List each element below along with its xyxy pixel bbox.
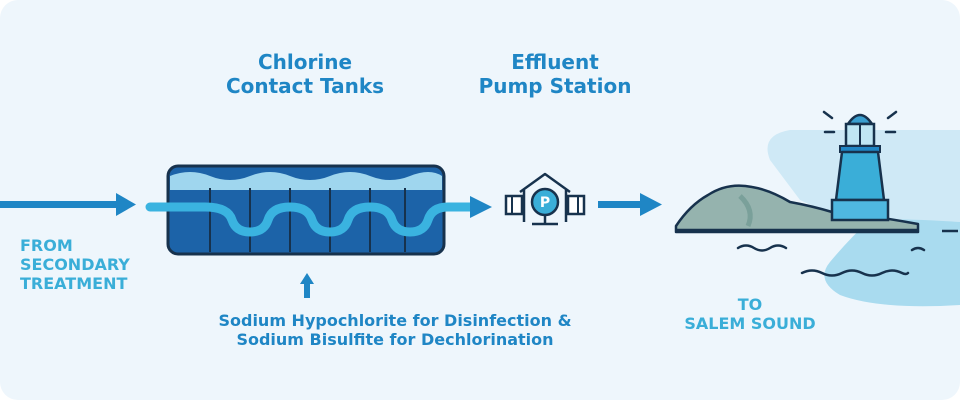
destination-line2: SALEM SOUND [684, 314, 816, 334]
source-label: FROM SECONDARY TREATMENT [20, 236, 130, 294]
chemical-note: Sodium Hypochlorite for Disinfection & S… [190, 311, 600, 349]
waves-icon [736, 244, 926, 277]
outflow-arrow-icon [598, 193, 662, 216]
source-line2: SECONDARY [20, 255, 130, 275]
pump-station-icon: P [504, 172, 586, 226]
chlorine-tanks-title: Chlorine Contact Tanks [195, 50, 415, 98]
source-line3: TREATMENT [20, 274, 128, 294]
effluent-title-line2: Pump Station [478, 74, 632, 98]
chemical-feed-arrow-icon [300, 273, 314, 298]
source-line1: FROM [20, 236, 73, 255]
effluent-pump-title: Effluent Pump Station [455, 50, 655, 98]
lighthouse-icon [822, 110, 898, 222]
effluent-title-line1: Effluent [511, 50, 599, 74]
sea-water [824, 219, 960, 307]
inflow-arrow-icon [0, 193, 136, 216]
chlorine-title-line1: Chlorine [257, 50, 353, 74]
chlorine-tank-icon [145, 164, 492, 256]
chemical-note-line2: Sodium Bisulfite for Dechlorination [236, 330, 554, 350]
chemical-note-line1: Sodium Hypochlorite for Disinfection & [218, 311, 572, 330]
destination-line1: TO [737, 295, 763, 314]
destination-label: TO SALEM SOUND [660, 295, 840, 333]
pump-symbol: P [540, 195, 550, 211]
chlorine-title-line2: Contact Tanks [225, 74, 385, 98]
